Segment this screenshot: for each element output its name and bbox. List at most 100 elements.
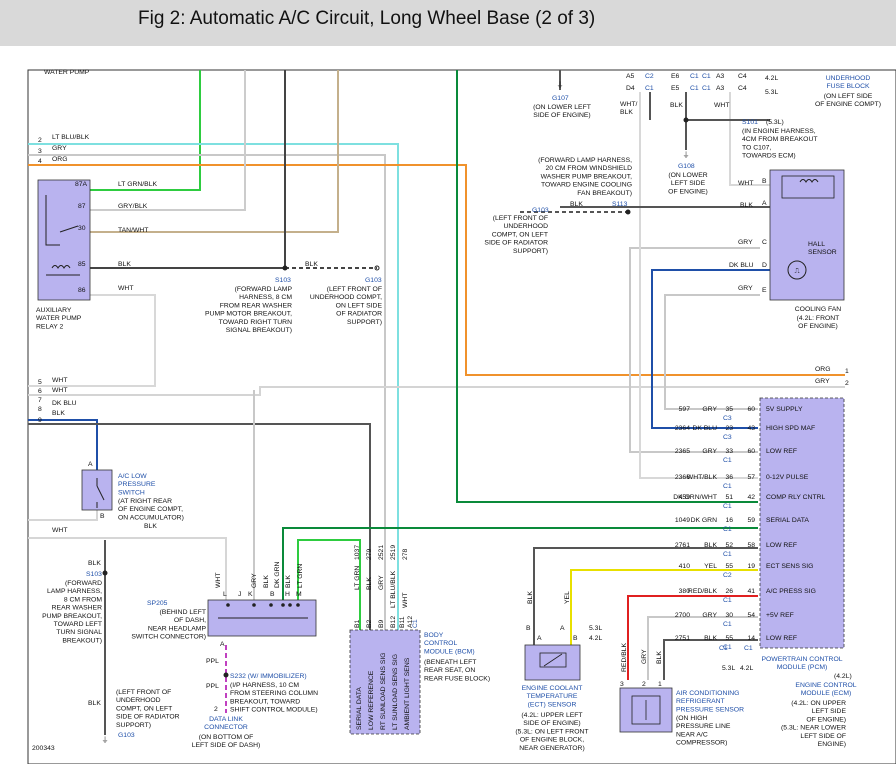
svg-text:S113: S113: [612, 201, 628, 208]
svg-text:C1: C1: [702, 73, 711, 80]
wire-label: BLK: [118, 261, 131, 268]
pcm-connector: C1: [723, 457, 732, 464]
svg-text:BLK: BLK: [740, 202, 753, 209]
svg-text:G107: G107: [552, 95, 569, 102]
svg-text:LT BLU/BLK: LT BLU/BLK: [52, 134, 90, 141]
relay-pin-87a: 87A: [75, 181, 88, 188]
svg-text:M: M: [296, 591, 302, 598]
svg-text:H: H: [285, 591, 290, 598]
bcm: LT GRN BLK GRY LT BLU/BLK WHT 1037 279 2…: [349, 545, 490, 735]
svg-text:LT GRN: LT GRN: [354, 566, 361, 590]
svg-text:BLK: BLK: [88, 560, 101, 567]
svg-text:BLK: BLK: [670, 102, 683, 109]
svg-text:E: E: [762, 287, 767, 294]
wire-label: WHT: [118, 285, 133, 292]
svg-text:B11: B11: [399, 616, 406, 628]
pcm-connector: C3: [723, 434, 732, 441]
svg-text:GRY: GRY: [641, 649, 648, 664]
svg-text:E6: E6: [671, 73, 680, 80]
svg-text:GRY: GRY: [251, 573, 258, 588]
wire-label: LT GRN/BLK: [118, 181, 157, 188]
pcm-terminal-label: LOW REF: [766, 635, 797, 642]
right-connector: 1 2 ORG GRY: [815, 366, 849, 387]
svg-text:200343: 200343: [32, 745, 55, 752]
svg-text:278: 278: [402, 548, 409, 560]
svg-text:3: 3: [38, 148, 42, 155]
pcm-wire-color: WHT/BLK: [687, 474, 718, 481]
svg-text:B2: B2: [366, 619, 373, 628]
pcm-pin2: 60: [747, 406, 755, 413]
ground-icon: ⏚: [557, 81, 564, 89]
svg-text:4: 4: [38, 158, 42, 165]
pcm-pin2: 19: [747, 563, 755, 570]
pcm-pin2: 42: [747, 494, 755, 501]
pcm-connector: C3: [723, 415, 732, 422]
svg-text:LT SUNLOAD SENS SIG: LT SUNLOAD SENS SIG: [392, 654, 399, 730]
svg-text:⏚: ⏚: [102, 736, 109, 744]
svg-text:C1: C1: [719, 645, 728, 652]
svg-text:7: 7: [38, 397, 42, 404]
pcm-terminal-label: HIGH SPD MAF: [766, 425, 815, 432]
relay-pin-86: 86: [78, 287, 86, 294]
svg-text:2521: 2521: [378, 545, 385, 560]
svg-text:C1: C1: [744, 645, 753, 652]
pcm-wire-color: DK GRN: [691, 517, 718, 524]
svg-text:BLK: BLK: [656, 651, 663, 664]
svg-text:L: L: [223, 591, 227, 598]
svg-text:5: 5: [38, 379, 42, 386]
svg-text:A: A: [762, 200, 767, 207]
svg-text:B: B: [270, 591, 275, 598]
pcm-pin2: 41: [747, 588, 755, 595]
pcm-pin: 52: [725, 542, 733, 549]
svg-text:1037: 1037: [354, 545, 361, 560]
pcm-connector: C1: [723, 644, 732, 651]
pcm-pin: 55: [725, 635, 733, 642]
svg-text:A12: A12: [407, 616, 414, 628]
svg-text:S103: S103: [86, 571, 102, 578]
svg-text:(FORWARD LAMP HARNESS,20 CM FR: (FORWARD LAMP HARNESS,20 CM FROM WINDSHI…: [538, 157, 632, 197]
page-title: Fig 2: Automatic A/C Circuit, Long Wheel…: [138, 8, 596, 29]
left-connector: 2 3 4 5 6 7 8 9 LT BLU/BLK GRY ORG WHT W…: [38, 134, 90, 534]
pcm-circuit-number: 2366: [675, 474, 690, 481]
pcm-terminal-label: A/C PRESS SIG: [766, 588, 816, 595]
svg-text:1: 1: [845, 368, 849, 375]
svg-text:B1: B1: [354, 619, 361, 628]
svg-text:D4: D4: [626, 85, 635, 92]
pcm-pin: 55: [725, 563, 733, 570]
svg-text:RT SUNLOAD SENS SIG: RT SUNLOAD SENS SIG: [380, 652, 387, 730]
svg-text:GRY: GRY: [738, 285, 753, 292]
svg-text:6: 6: [38, 388, 42, 395]
pcm-connector: C2: [723, 572, 732, 579]
svg-text:B: B: [100, 513, 105, 520]
svg-text:2: 2: [845, 380, 849, 387]
svg-text:RED/BLK: RED/BLK: [621, 642, 628, 672]
svg-text:LOW REFERENCE: LOW REFERENCE: [368, 670, 375, 730]
svg-text:BLK: BLK: [263, 575, 270, 588]
svg-text:WHT/BLK: WHT/BLK: [620, 101, 637, 116]
pcm-pin2: 59: [747, 517, 755, 524]
svg-text:SP205: SP205: [147, 600, 168, 607]
pcm-terminal-label: +5V REF: [766, 612, 794, 619]
svg-text:SERIAL DATA: SERIAL DATA: [356, 687, 363, 730]
svg-text:3: 3: [620, 681, 624, 688]
pcm-pin: 26: [725, 588, 733, 595]
pcm-pin2: 58: [747, 542, 755, 549]
svg-text:BLK: BLK: [285, 575, 292, 588]
pcm-terminal-label: SERIAL DATA: [766, 517, 809, 524]
pcm-pin: 23: [725, 425, 733, 432]
